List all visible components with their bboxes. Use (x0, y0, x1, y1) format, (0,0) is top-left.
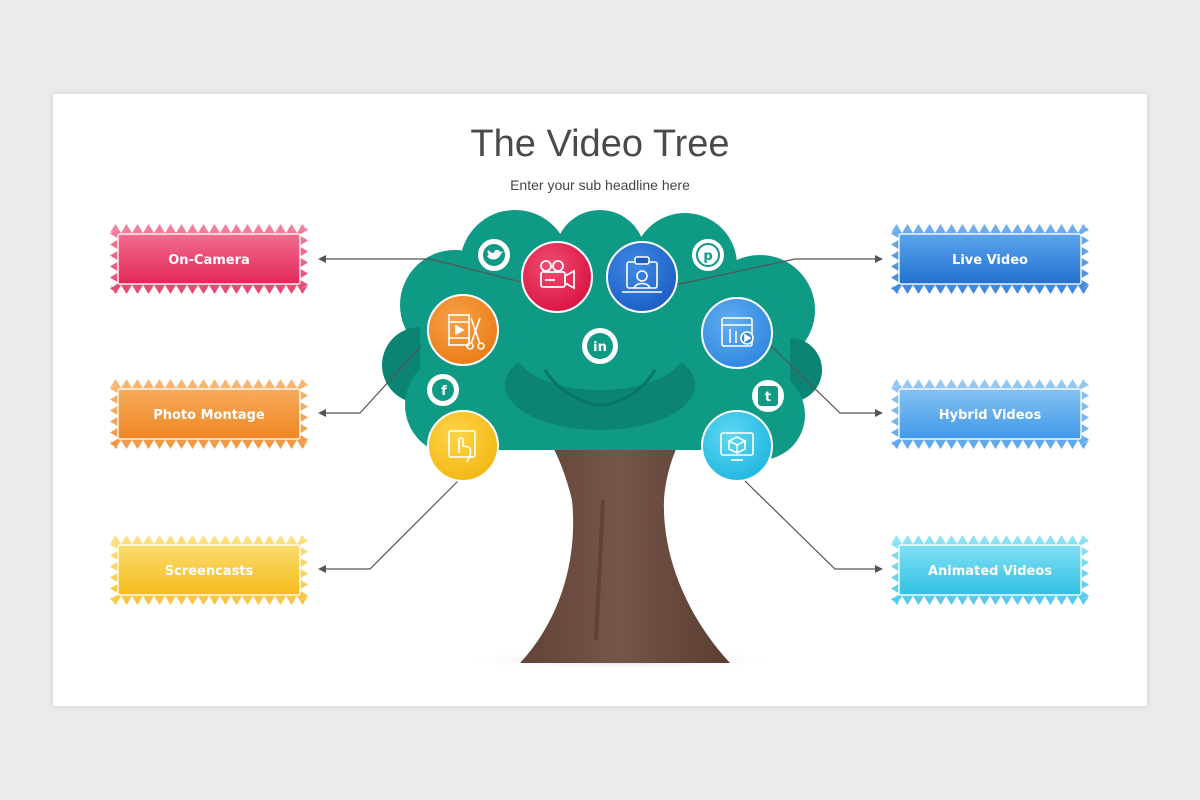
label-box-screencasts: Screencasts (110, 535, 308, 605)
page-subtitle: Enter your sub headline here (510, 177, 690, 193)
animated-videos-label: Animated Videos (928, 564, 1052, 579)
film-edit-icon (448, 314, 485, 350)
photo-montage-label: Photo Montage (153, 408, 265, 423)
connector-lines (320, 258, 880, 570)
twitter-icon (476, 237, 512, 273)
video-camera-icon (540, 260, 575, 290)
label-box-animated-videos: Animated Videos (891, 535, 1089, 605)
twitter-icon: t (750, 378, 786, 414)
on-camera-circle (521, 241, 593, 313)
pinterest-icon: p (690, 237, 726, 273)
tree-trunk (505, 380, 730, 663)
screencasts-circle (427, 410, 499, 482)
live-stream-icon (622, 256, 662, 293)
svg-text:t: t (765, 390, 771, 405)
label-box-on-camera: On-Camera (110, 224, 308, 294)
photo-montage-circle (427, 294, 499, 366)
animated-videos-circle (701, 410, 773, 482)
facebook-icon: f (425, 372, 461, 408)
label-box-live-video: Live Video (891, 224, 1089, 294)
svg-text:f: f (441, 384, 447, 399)
label-box-photo-montage: Photo Montage (110, 379, 308, 449)
live-video-circle (606, 241, 678, 313)
label-box-hybrid-videos: Hybrid Videos (891, 379, 1089, 449)
hybrid-videos-label: Hybrid Videos (939, 408, 1042, 423)
on-camera-label: On-Camera (168, 253, 250, 268)
3d-monitor-icon (720, 432, 754, 461)
video-editing-icon (721, 317, 754, 347)
page-title: The Video Tree (470, 123, 730, 165)
touch-screen-icon (448, 430, 476, 463)
live-video-label: Live Video (952, 253, 1028, 268)
hybrid-videos-circle (701, 297, 773, 369)
linkedin-icon: in (580, 326, 620, 366)
screencasts-label: Screencasts (165, 564, 254, 579)
svg-text:p: p (703, 249, 712, 264)
connector-arrowheads (318, 255, 883, 573)
svg-text:in: in (593, 340, 607, 355)
